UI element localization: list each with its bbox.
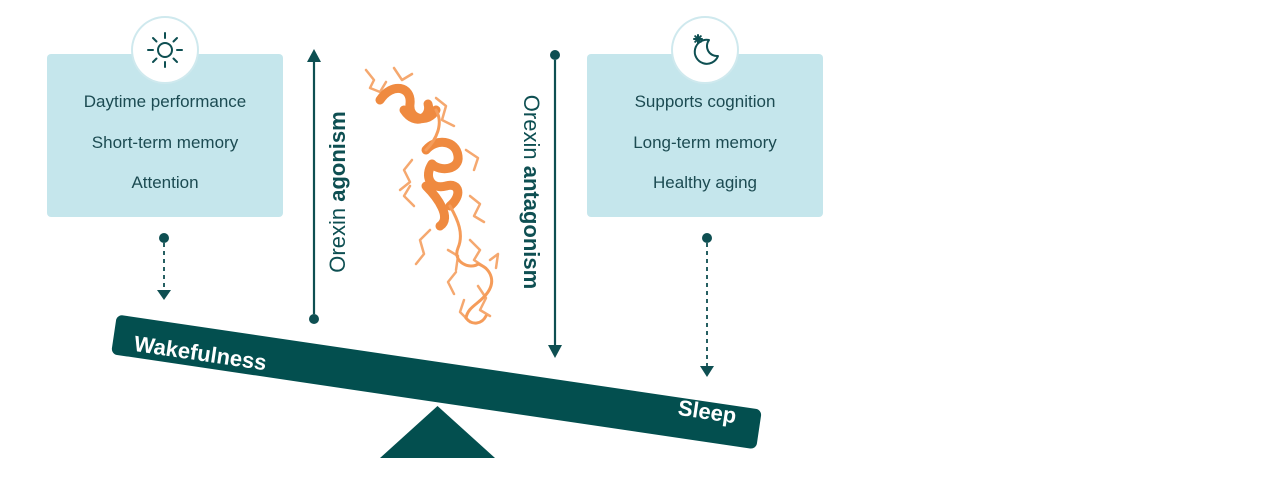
- wake-dashed-arrow: [157, 233, 171, 300]
- antagonism-arrow: [548, 50, 562, 358]
- orexin-antagonism-label: Orexin antagonism: [519, 94, 544, 290]
- wake-item-1: Daytime performance: [83, 92, 247, 111]
- sleep-dashed-arrow: [700, 233, 714, 377]
- sleep-item-1: Supports cognition: [634, 92, 776, 111]
- moon-icon: [693, 34, 719, 65]
- agonism-arrow: [307, 49, 321, 324]
- wake-item-2: Short-term memory: [91, 132, 239, 152]
- seesaw-fulcrum: [380, 406, 495, 458]
- sun-icon: [147, 32, 183, 68]
- sun-icon-bubble: [133, 18, 197, 82]
- sleep-item-2: Long-term memory: [633, 132, 777, 152]
- sleep-item-3: Healthy aging: [653, 173, 757, 192]
- wake-item-3: Attention: [131, 173, 199, 192]
- moon-icon-bubble: [673, 18, 737, 82]
- seesaw-beam: [111, 315, 762, 449]
- orexin-protein-image: [364, 66, 500, 325]
- orexin-agonism-label: Orexin agonism: [325, 111, 350, 273]
